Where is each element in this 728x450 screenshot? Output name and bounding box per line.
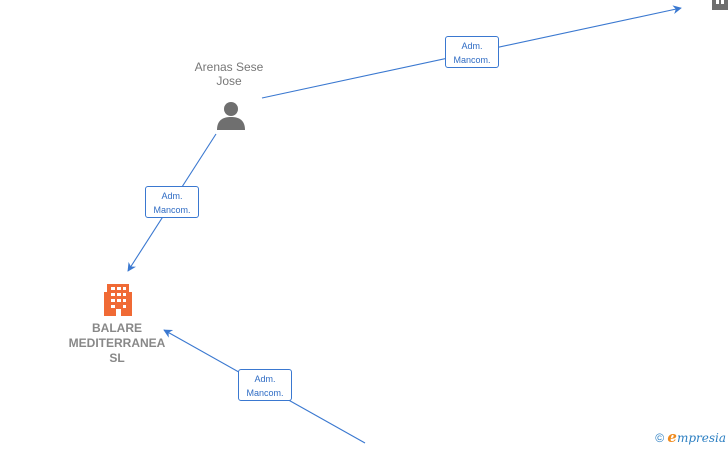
building-icon[interactable]	[102, 282, 134, 316]
company-name-line1: BALARE	[92, 321, 142, 335]
offscreen-building-icon[interactable]	[708, 0, 728, 14]
brand-logo-e: e	[667, 428, 677, 446]
edge-label-line1: Adm.	[161, 191, 183, 201]
person-name-line1: Arenas Sese	[194, 60, 264, 74]
copyright-icon: ©	[655, 431, 665, 445]
person-name[interactable]: Arenas Sese Jose	[183, 60, 275, 88]
person-icon[interactable]	[216, 100, 246, 130]
edge-label-line2: Mancom.	[246, 388, 284, 398]
company-name[interactable]: BALARE MEDITERRANEA SL	[58, 321, 176, 366]
brand-logo-text: mpresia	[676, 431, 726, 445]
edge-label-bottom[interactable]: Adm. Mancom.	[238, 369, 292, 401]
edge-label-line2: Mancom.	[153, 205, 191, 215]
watermark: © empresia	[655, 428, 726, 446]
person-name-line2: Jose	[216, 74, 242, 88]
edge-label-top[interactable]: Adm. Mancom.	[445, 36, 499, 68]
edge-label-line2: Mancom.	[453, 55, 491, 65]
edge-label-line1: Adm.	[254, 374, 276, 384]
company-name-line2: MEDITERRANEA	[68, 336, 166, 350]
edge-label-line1: Adm.	[461, 41, 483, 51]
edge-label-left[interactable]: Adm. Mancom.	[145, 186, 199, 218]
company-name-line3: SL	[109, 351, 125, 365]
